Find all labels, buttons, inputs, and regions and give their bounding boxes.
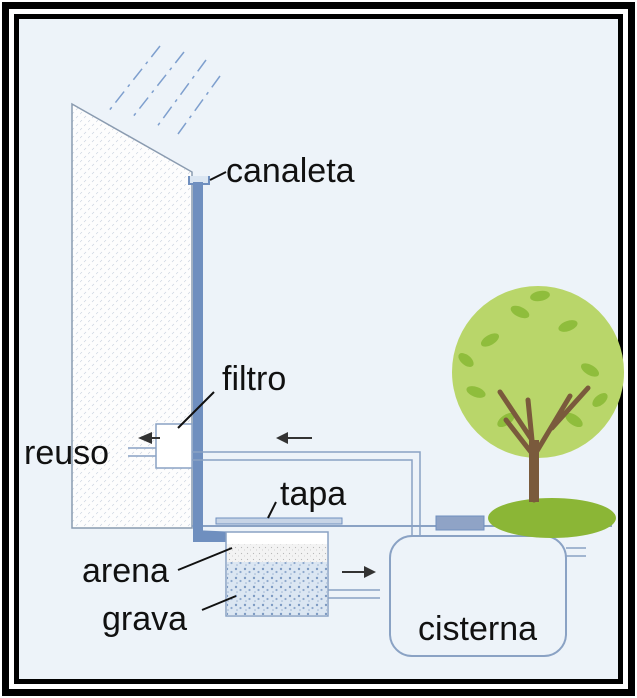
transfer-pipe [328,589,380,599]
downpipe [193,182,203,532]
tree-canopy [452,286,624,458]
reuse-pipe [128,447,156,457]
label-filtro: filtro [222,360,286,398]
arrow-right-icon [342,566,376,578]
label-canaleta: canaleta [226,152,355,190]
tapa-leader [267,501,277,519]
label-cisterna: cisterna [418,610,537,648]
arena-leader [177,547,233,571]
label-grava: grava [102,600,187,638]
gravel-layer [227,562,327,615]
sand-layer [227,544,327,562]
arrow-left-icon [276,432,312,444]
grava-leader [201,595,237,611]
label-reuso: reuso [24,434,109,472]
tree-icon [452,286,624,538]
cistern [389,535,567,657]
lid [215,517,343,525]
cistern-cap [435,515,485,531]
rain-icon [107,45,221,135]
building-wall [71,102,193,529]
label-tapa: tapa [280,475,346,513]
label-arena: arena [82,552,169,590]
arrow-left-icon [138,432,152,444]
filter-box [155,423,193,469]
canaleta-leader [209,171,227,181]
overflow-pipe [566,547,586,557]
filtro-leader [177,391,215,429]
grass-mound [488,498,616,538]
